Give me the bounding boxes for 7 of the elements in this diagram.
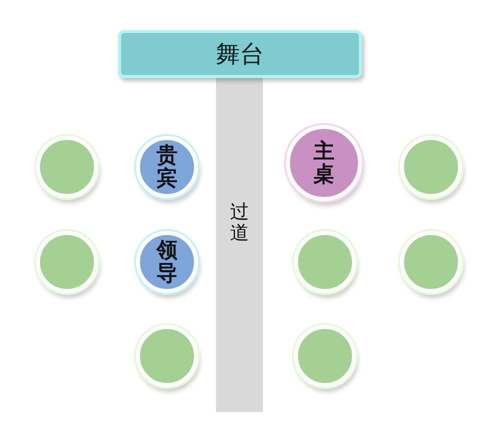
stage-box	[118, 30, 362, 78]
table-label: 贵宾	[156, 144, 178, 190]
table-label: 领导	[156, 238, 178, 286]
aisle-label: 过道	[230, 202, 249, 244]
table-label: 主桌	[314, 140, 334, 186]
stage-label: 舞台	[216, 42, 264, 66]
aisle-band	[216, 78, 263, 412]
